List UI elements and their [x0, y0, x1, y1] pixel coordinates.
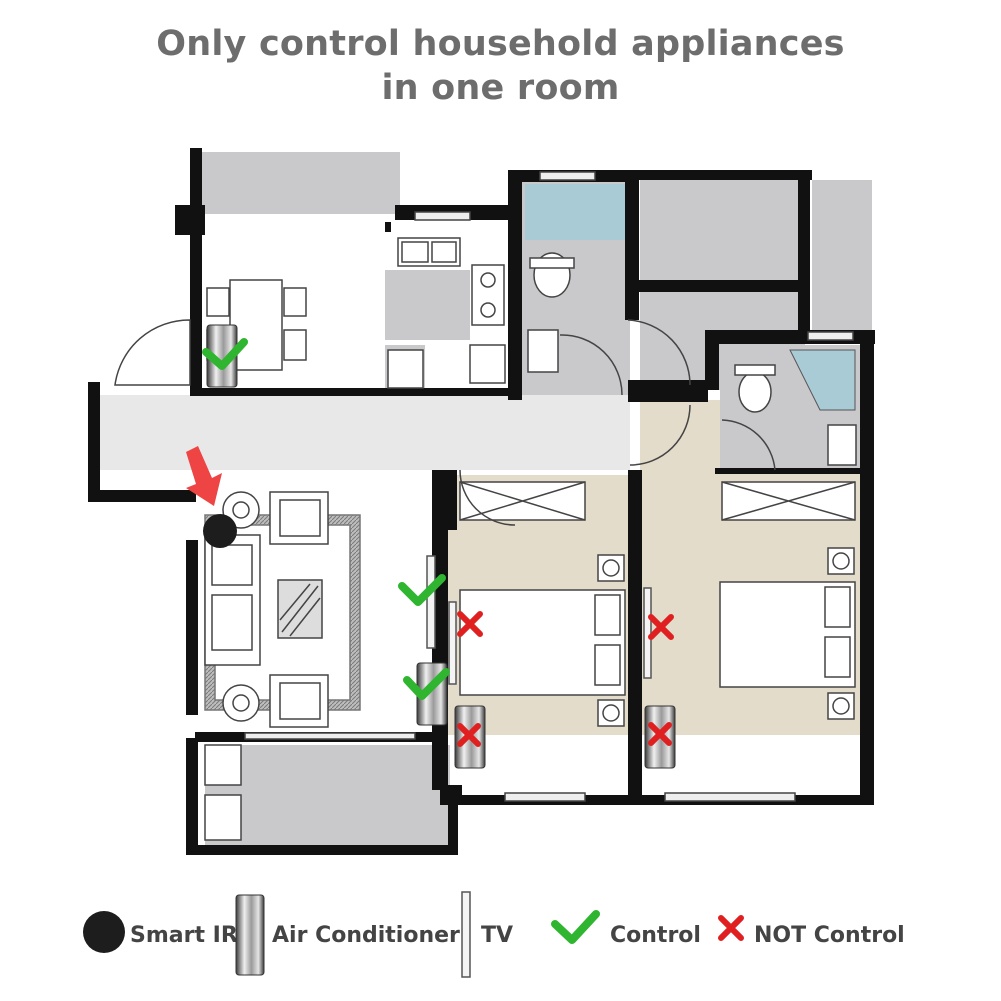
washing-machine: [204, 794, 242, 841]
legend-control-label: Control: [610, 923, 701, 948]
title-line-2: in one room: [381, 68, 620, 108]
smart-ir-device: [203, 514, 237, 548]
legend-tv-icon: [461, 891, 471, 978]
check-icon-living-tv: [398, 574, 446, 606]
balcony-right: [812, 180, 872, 330]
window-right-bath: [807, 331, 854, 341]
storage-room: [640, 180, 805, 280]
check-icon-living-ac: [403, 668, 450, 700]
page-title: Only control household appliances in one…: [0, 22, 1001, 110]
legend-air-conditioner-label: Air Conditioner: [272, 923, 460, 948]
legend-not-control-icon: [718, 915, 744, 941]
washbasin-top: [527, 329, 559, 373]
door-hall-right: [629, 404, 691, 466]
tv-bedroom-1: [448, 601, 457, 685]
control-marks: [202, 338, 450, 700]
title-line-1: Only control household appliances: [156, 24, 845, 64]
legend-smart-ir-label: Smart IR: [130, 923, 238, 948]
door-entrance: [114, 319, 191, 386]
cross-icon-bedroom-2-tv: [648, 614, 674, 640]
cross-icon-bedroom-2-ac: [648, 722, 672, 746]
window-bedroom-2: [664, 792, 796, 802]
dining-table: [229, 279, 283, 371]
shower-top: [525, 184, 625, 240]
legend-smart-ir-icon: [83, 911, 125, 953]
door-bedroom-1: [459, 469, 516, 526]
window-balcony: [244, 732, 416, 740]
legend-tv-label: TV: [481, 923, 513, 948]
tv-living-room: [426, 555, 436, 649]
not-control-marks: [457, 611, 674, 747]
window-top: [414, 211, 471, 221]
window-bath: [539, 171, 596, 181]
washbasin-right: [827, 424, 857, 466]
door-bathroom-top: [559, 334, 623, 396]
check-icon-dining: [202, 338, 248, 370]
cross-icon-bedroom-1-ac: [457, 723, 481, 747]
cross-icon-bedroom-1-tv: [457, 611, 483, 637]
toilet-right: [738, 371, 772, 413]
furniture: [114, 171, 857, 841]
hallway-floor: [100, 395, 630, 470]
legend: Smart IR Air Conditioner TV Control NOT …: [83, 891, 905, 978]
balcony-bottom: [205, 745, 450, 845]
legend-control-icon: [551, 910, 600, 944]
pointer-arrow-icon: [186, 446, 222, 506]
shower-right: [789, 349, 856, 411]
legend-not-control-label: NOT Control: [754, 923, 905, 948]
door-bathroom-right: [721, 419, 776, 471]
legend-air-conditioner-icon: [235, 894, 265, 976]
tv-bedroom-2: [643, 587, 652, 679]
balcony-top: [200, 152, 400, 214]
window-bedroom-1: [504, 792, 586, 802]
